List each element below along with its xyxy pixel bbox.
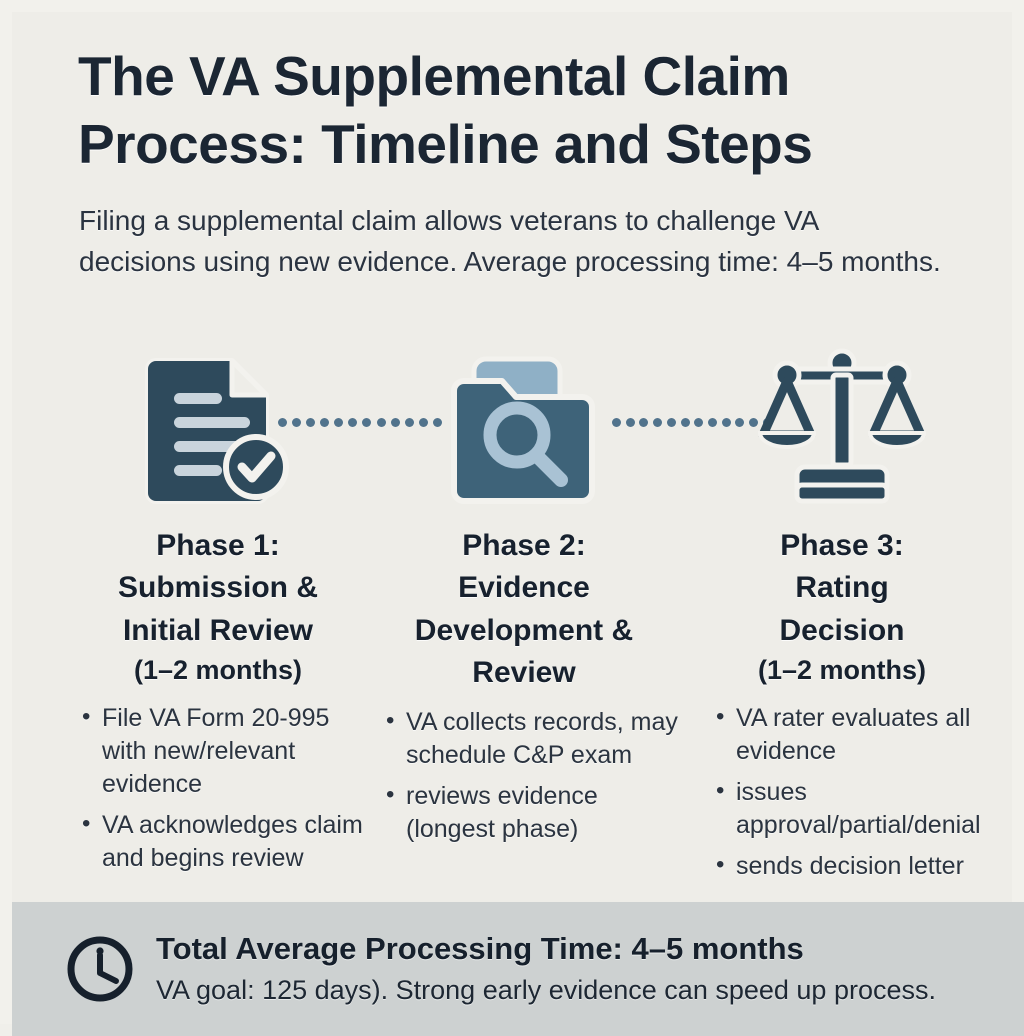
phase-2-bullets: VA collects records, may schedule C&P ex… <box>384 705 684 846</box>
phase-1-title-line-3: Initial Review <box>122 613 314 647</box>
phase-column-1: Phase 1: Submission & Initial Review (1–… <box>68 337 368 883</box>
phase-3-title-line-1: Phase 3: <box>780 529 904 562</box>
connector-dot <box>735 417 745 427</box>
connector-dot <box>694 417 704 427</box>
phase-3-icon-wrap <box>692 337 992 517</box>
phase-2-icon-wrap <box>374 337 674 517</box>
phase-2-title-line-4: Review <box>472 655 576 689</box>
page-title: The VA Supplemental Claim Process: Timel… <box>78 42 978 178</box>
phase-2-title-line-2: Evidence <box>458 571 590 605</box>
phase-column-2: Phase 2: Evidence Development & Review V… <box>374 337 678 854</box>
list-item: reviews evidence (longest phase) <box>384 779 684 846</box>
balance-scales-icon <box>757 347 927 507</box>
phase-1-duration: (1–2 months) <box>133 654 303 685</box>
phase-3-title-line-2: Rating <box>795 571 889 605</box>
connector-dot <box>404 417 414 427</box>
connector-dot <box>721 417 731 427</box>
phase-2-title-line-1: Phase 2: <box>462 529 586 562</box>
footer-band: Total Average Processing Time: 4–5 month… <box>12 902 1024 1036</box>
title-line-1: The VA Supplemental Claim <box>78 45 790 107</box>
phase-3-duration: (1–2 months) <box>757 654 927 685</box>
connector-dot <box>432 417 442 427</box>
connector-dot <box>749 417 759 427</box>
list-item: VA collects records, may schedule C&P ex… <box>384 705 684 772</box>
connector-dot <box>292 417 302 427</box>
connector-dot <box>320 417 330 427</box>
connector-dot <box>625 417 635 427</box>
connector-dot <box>376 417 386 427</box>
phase-1-icon-wrap <box>68 337 368 517</box>
connector-dot <box>708 417 718 427</box>
phase-column-3: Phase 3: Rating Decision (1–2 months) VA… <box>692 337 992 891</box>
phase-1-bullets: File VA Form 20-995 with new/relevant ev… <box>80 701 372 875</box>
connector-phase1-phase2 <box>278 416 442 428</box>
document-check-icon <box>138 347 298 507</box>
title-line-2: Process: Timeline and Steps <box>78 113 813 176</box>
connector-dot <box>680 417 690 427</box>
footer-heading: Total Average Processing Time: 4–5 month… <box>156 930 804 966</box>
connector-dot <box>334 417 344 427</box>
footer-texts: Total Average Processing Time: 4–5 month… <box>156 930 936 1008</box>
phase-3-title-line-3: Decision <box>779 613 905 647</box>
connector-dot <box>306 417 316 427</box>
connector-dot <box>390 417 400 427</box>
connector-dot <box>639 417 649 427</box>
phase-1-title-line-2: Submission & <box>117 571 319 605</box>
footer-subtext: VA goal: 125 days). Strong early evidenc… <box>156 975 936 1006</box>
folder-search-icon <box>444 347 604 507</box>
list-item: VA rater evaluates all evidence <box>714 701 1004 768</box>
list-item: VA acknowledges claim and begins review <box>80 808 372 875</box>
connector-dot <box>666 417 676 427</box>
connector-dot <box>653 417 663 427</box>
list-item: sends decision letter <box>714 849 1004 883</box>
clock-icon <box>64 933 136 1005</box>
connector-dot <box>612 417 621 427</box>
phase-3-bullets: VA rater evaluates all evidence issues a… <box>714 701 1004 883</box>
connector-dot <box>278 417 287 427</box>
phase-3-title: Phase 3: Rating Decision <box>692 525 992 652</box>
connector-dot <box>418 417 428 427</box>
phase-2-title: Phase 2: Evidence Development & Review <box>374 525 674 694</box>
connector-dot <box>362 417 372 427</box>
phase-2-title-line-3: Development & <box>414 613 634 647</box>
list-item: File VA Form 20-995 with new/relevant ev… <box>80 701 372 801</box>
connector-dot <box>348 417 358 427</box>
phase-1-title-line-1: Phase 1: <box>156 529 280 562</box>
page-subtitle: Filing a supplemental claim allows veter… <box>79 205 941 278</box>
phase-1-title: Phase 1: Submission & Initial Review <box>68 525 368 652</box>
list-item: issues approval/partial/denial <box>714 775 1004 842</box>
